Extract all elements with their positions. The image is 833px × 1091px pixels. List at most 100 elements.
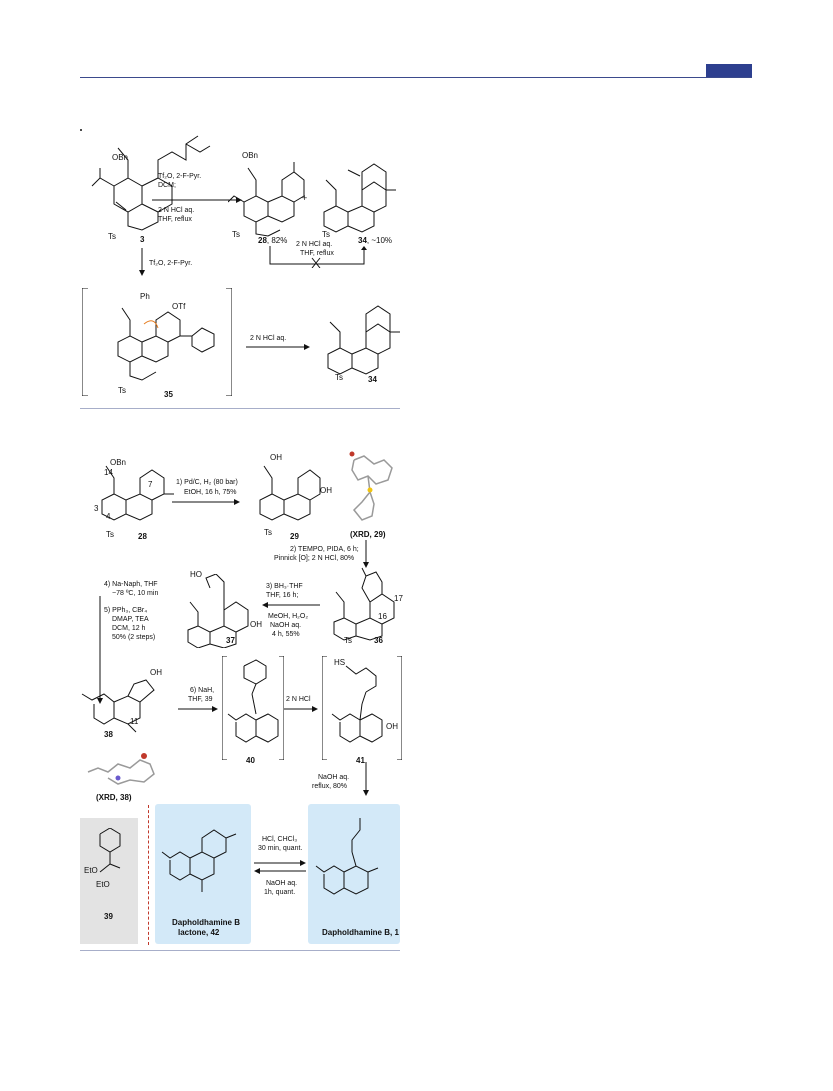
equilibrium-bottom-1: NaOH aq. — [266, 880, 298, 887]
plus-sign: + — [302, 193, 308, 203]
reaction-arrow — [284, 706, 318, 712]
scheme-divider — [80, 408, 400, 409]
oh-label: OH — [250, 620, 262, 629]
condition-3: 2 N HCl aq. — [158, 207, 195, 214]
oh-label: OH — [150, 668, 162, 677]
compound-28-label: 28 — [138, 532, 147, 541]
oh-label: OH — [386, 722, 398, 731]
obn-label: OBn — [242, 151, 259, 160]
step-1-line-1: 1) Pd/C, H₂ (80 bar) — [176, 479, 238, 486]
ts-label: Ts — [264, 528, 272, 537]
compound-38-structure — [78, 674, 168, 734]
header-rule — [80, 77, 752, 78]
step-5-line-2: DMAP, TEA — [112, 616, 149, 623]
carbon-7: 7 — [148, 480, 153, 489]
equilibrium-top-1: HCl, CHCl₃ — [262, 836, 298, 843]
step-5-line-4: 50% (2 steps) — [112, 634, 156, 641]
ts-label: Ts — [118, 386, 126, 395]
product-b-name: Dapholdhamine B, 1 — [322, 928, 399, 937]
carbon-11: 11 — [130, 717, 139, 726]
step-3-line-2: THF, 16 h; — [266, 592, 299, 599]
caption-dot — [80, 129, 82, 131]
compound-34-structure — [318, 296, 408, 380]
carbon-16: 16 — [378, 612, 387, 621]
crossed-condition-2: THF, reflux — [300, 250, 334, 257]
oh-label: OH — [270, 453, 282, 462]
oh-label: OH — [320, 486, 332, 495]
compound-34-label: 34 — [368, 375, 377, 384]
reaction-arrow — [178, 706, 218, 712]
compound-29-label: 29 — [290, 532, 299, 541]
down-arrow — [139, 248, 145, 276]
product-b-box — [308, 804, 400, 944]
compound-3-structure — [88, 130, 218, 242]
equilibrium-top-2: 30 min, quant. — [258, 845, 303, 852]
naoh-condition-1: NaOH aq. — [318, 774, 350, 781]
ts-label: Ts — [335, 373, 343, 382]
condition-hcl: 2 N HCl aq. — [250, 335, 287, 342]
lactone-42-structure — [158, 826, 248, 902]
step-3-line-4: NaOH aq. — [270, 622, 302, 629]
intermediate-41-bracket — [322, 656, 402, 760]
ts-label: Ts — [322, 230, 330, 239]
compound-29-structure — [244, 462, 324, 532]
step-4-line-1: 4) Na-Naph, THF — [104, 581, 158, 588]
compound-34-label: 34, ~10% — [358, 236, 393, 245]
xrd-38-crystal-structure — [84, 748, 164, 790]
product-lactone-box — [155, 804, 251, 944]
condition-1: Tf₂O, 2-F-Pyr. — [158, 173, 202, 180]
equilibrium-arrows — [254, 860, 306, 874]
crossed-arrow — [269, 246, 367, 268]
compound-37-label: 37 — [226, 636, 235, 645]
down-arrow — [363, 762, 369, 796]
naoh-condition-2: reflux, 80% — [312, 783, 348, 790]
step-6-line-2: THF, 39 — [188, 696, 213, 703]
step-1-line-2: EtOH, 16 h, 75% — [184, 489, 237, 496]
reaction-arrow-left — [262, 602, 320, 608]
compound-28-label: 28, 82% — [258, 236, 288, 245]
otf-label: OTf — [172, 302, 186, 311]
carbon-3: 3 — [94, 504, 99, 513]
down-arrow — [97, 596, 103, 704]
step-5-line-3: DCM, 12 h — [112, 625, 146, 632]
eto-label: EtO — [96, 880, 110, 889]
eto-label: EtO — [84, 866, 98, 875]
step-5-line-1: 5) PPh₃, CBr₄ — [104, 607, 148, 614]
reaction-arrow — [246, 344, 310, 350]
compound-37-structure — [176, 574, 256, 648]
compound-36-label: 36 — [374, 636, 383, 645]
ph-label: Ph — [140, 292, 150, 301]
scheme-bottom-rule — [80, 950, 400, 951]
crossed-condition-1: 2 N HCl aq. — [296, 241, 333, 248]
dapholdhamine-b-structure — [312, 814, 398, 906]
reaction-arrow — [172, 499, 240, 505]
xrd-29-label: (XRD, 29) — [350, 530, 386, 539]
step-6-line-1: 6) NaH, — [190, 687, 215, 694]
compound-3-label: 3 — [140, 235, 145, 244]
hcl-condition: 2 N HCl — [286, 696, 311, 703]
hs-label: HS — [334, 658, 346, 667]
condition-4: THF, reflux — [158, 216, 192, 223]
compound-35-structure — [92, 300, 222, 392]
ts-label: Ts — [344, 636, 352, 645]
step-2-line-2: Pinnick [O]; 2 N HCl, 80% — [274, 555, 355, 562]
product-lactone-name: Dapholdhamine B — [172, 918, 241, 927]
reagent-39-box — [80, 818, 138, 944]
compound-40-label: 40 — [246, 756, 255, 765]
xrd-38-label: (XRD, 38) — [96, 793, 132, 802]
product-lactone-number: lactone, 42 — [178, 928, 220, 937]
compound-41-label: 41 — [356, 756, 365, 765]
compound-39-label: 39 — [104, 912, 113, 921]
condition-2: DCM; — [158, 182, 176, 189]
equilibrium-bottom-2: 1h, quant. — [264, 889, 296, 896]
xrd-29-crystal-structure — [340, 446, 402, 526]
obn-label: OBn — [112, 153, 129, 162]
page-badge — [706, 64, 752, 77]
compound-34-structure — [314, 150, 404, 236]
carbon-17: 17 — [394, 594, 403, 603]
step-3-line-5: 4 h, 55% — [272, 631, 300, 638]
step-2-line-1: 2) TEMPO, PIDA, 6 h; — [290, 546, 359, 553]
compound-38-label: 38 — [104, 730, 113, 739]
step-3-line-1: 3) BH₃·THF — [266, 583, 303, 590]
compound-35-label: 35 — [164, 390, 173, 399]
